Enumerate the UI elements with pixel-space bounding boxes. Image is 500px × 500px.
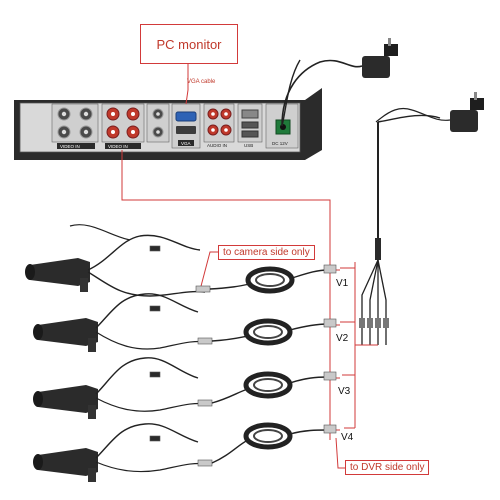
video-routing-lines xyxy=(121,150,378,469)
video-in-rca-group-b: VIDEO IN xyxy=(101,103,145,149)
camera-power-adapter xyxy=(359,92,484,345)
dvr-side-callout: to DVR side only xyxy=(345,460,430,475)
pc-monitor-label: PC monitor xyxy=(156,36,222,52)
dvr-unit: VIDEO IN VIDEO IN VGA xyxy=(14,88,322,160)
camera-side-label: to camera side only xyxy=(223,247,310,258)
camera-1 xyxy=(25,224,206,297)
pc-monitor-callout: PC monitor xyxy=(140,24,238,64)
camera-side-callout: to camera side only xyxy=(218,245,315,260)
cable-coil-4 xyxy=(211,422,337,464)
camera-2 xyxy=(33,293,211,352)
vga-label: VGA xyxy=(181,141,191,146)
audio-in-group: AUDIO IN xyxy=(203,103,235,148)
audio-in-label: AUDIO IN xyxy=(207,143,227,148)
cable-coil-2 xyxy=(211,318,337,346)
vga-cable-label: VGA cable xyxy=(187,79,216,85)
dc12v-label: DC 12V xyxy=(272,141,288,146)
video-channel-2-label: V2 xyxy=(336,333,349,344)
video-channel-4-label: V4 xyxy=(341,432,354,443)
dvr-power-adapter xyxy=(281,38,398,127)
video-channel-3-label: V3 xyxy=(338,386,351,397)
video-in-label-a: VIDEO IN xyxy=(60,144,80,149)
cable-coil-1 xyxy=(209,264,337,294)
video-in-bnc-group-a: VIDEO IN xyxy=(51,103,99,149)
audio-out-group xyxy=(146,103,170,143)
dvr-side-label: to DVR side only xyxy=(350,462,425,473)
usb-label: USB xyxy=(244,143,253,148)
video-channel-1-label: V1 xyxy=(336,278,349,289)
camera-3 xyxy=(33,357,211,419)
video-in-label-b: VIDEO IN xyxy=(108,144,128,149)
usb-ports: USB xyxy=(237,103,263,148)
vga-cable-line xyxy=(185,62,189,105)
camera-4 xyxy=(33,423,211,482)
cable-coil-3 xyxy=(211,371,337,404)
vga-port: VGA xyxy=(171,103,201,149)
